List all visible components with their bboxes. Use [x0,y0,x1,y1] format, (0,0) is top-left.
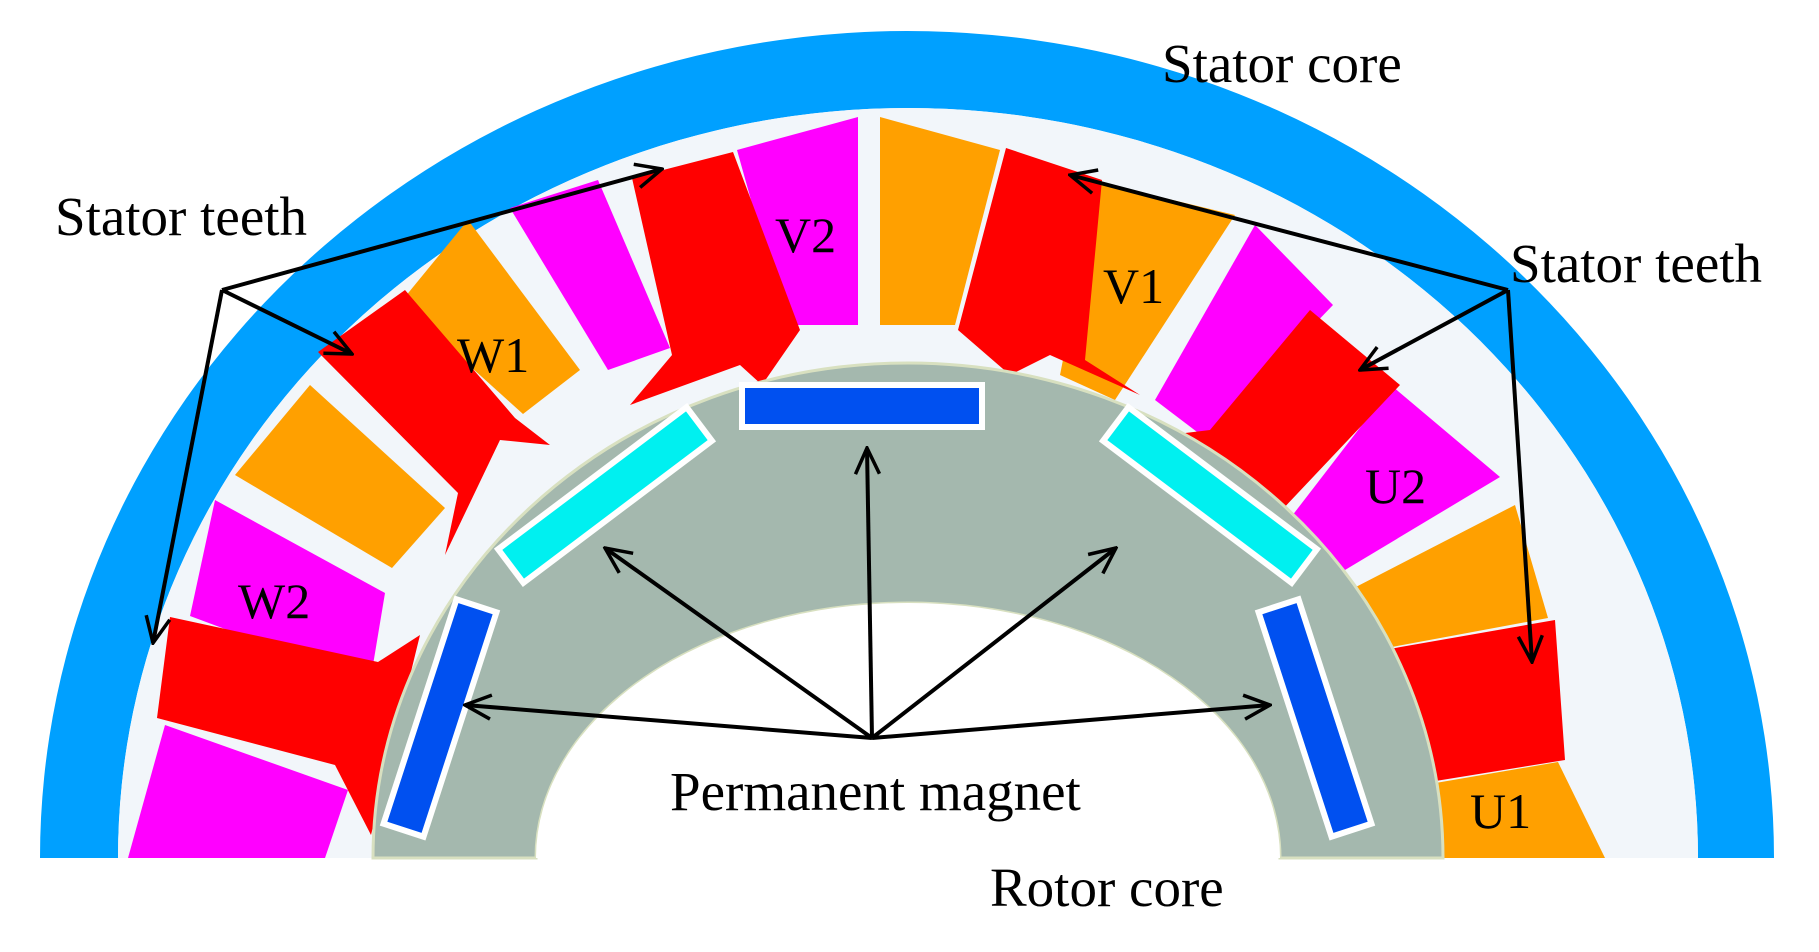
label-stator-teeth-right: Stator teeth [1510,233,1762,294]
arrow-right-teeth-3 [1506,289,1532,662]
coil-left-3 [235,385,445,568]
stator-tooth [157,617,420,835]
label-stator-core: Stator core [1162,33,1402,94]
coil-u2 [1285,386,1500,570]
label-v1: V1 [1103,258,1164,314]
coil-left-5 [510,180,670,370]
slot-coils [128,117,1605,858]
coil-w2 [190,500,385,683]
arrow-magnet-1 [465,705,873,740]
label-v2: V2 [775,207,836,263]
magnet-upper-right [1098,403,1322,587]
arrow-right-teeth-1 [1070,175,1509,292]
label-w2: W2 [238,573,310,629]
arrow-magnet-4 [870,548,1116,740]
permanent-magnets [379,382,1376,841]
arrow-left-teeth-3 [153,289,224,643]
arrow-left-teeth-1 [221,169,662,292]
coil-phase-labels: U1 U2 V1 V2 W1 W2 [238,207,1531,839]
coil-w1 [400,220,580,414]
coil-right-5 [1350,505,1548,652]
stator-tooth [318,290,550,555]
coil-right-1 [880,117,1000,325]
arrow-left-teeth-2 [221,288,352,354]
label-w1: W1 [457,327,529,383]
arrow-magnet-3 [867,448,872,739]
arrow-right-teeth-2 [1360,288,1509,370]
annotation-arrows [153,169,1532,740]
coil-right-3 [1155,225,1333,438]
label-u2: U2 [1365,458,1426,514]
coil-v1 [1060,182,1235,400]
magnet-top [739,382,985,430]
label-permanent-magnet: Permanent magnet [670,761,1081,822]
label-u1: U1 [1470,783,1531,839]
stator-tooth [630,152,800,405]
coil-v2 [737,117,858,325]
label-stator-teeth-left: Stator teeth [55,186,307,247]
stator-tooth [958,148,1140,395]
coil-left-1 [128,725,348,858]
magnet-lower-right [1254,595,1376,841]
magnet-upper-left [493,403,717,587]
coil-u1 [1395,762,1605,858]
magnet-lower-left [379,595,501,841]
arrow-magnet-2 [605,548,874,740]
rotor-bore [536,603,1280,858]
label-rotor-core: Rotor core [990,857,1224,918]
arrow-magnet-5 [871,705,1270,740]
